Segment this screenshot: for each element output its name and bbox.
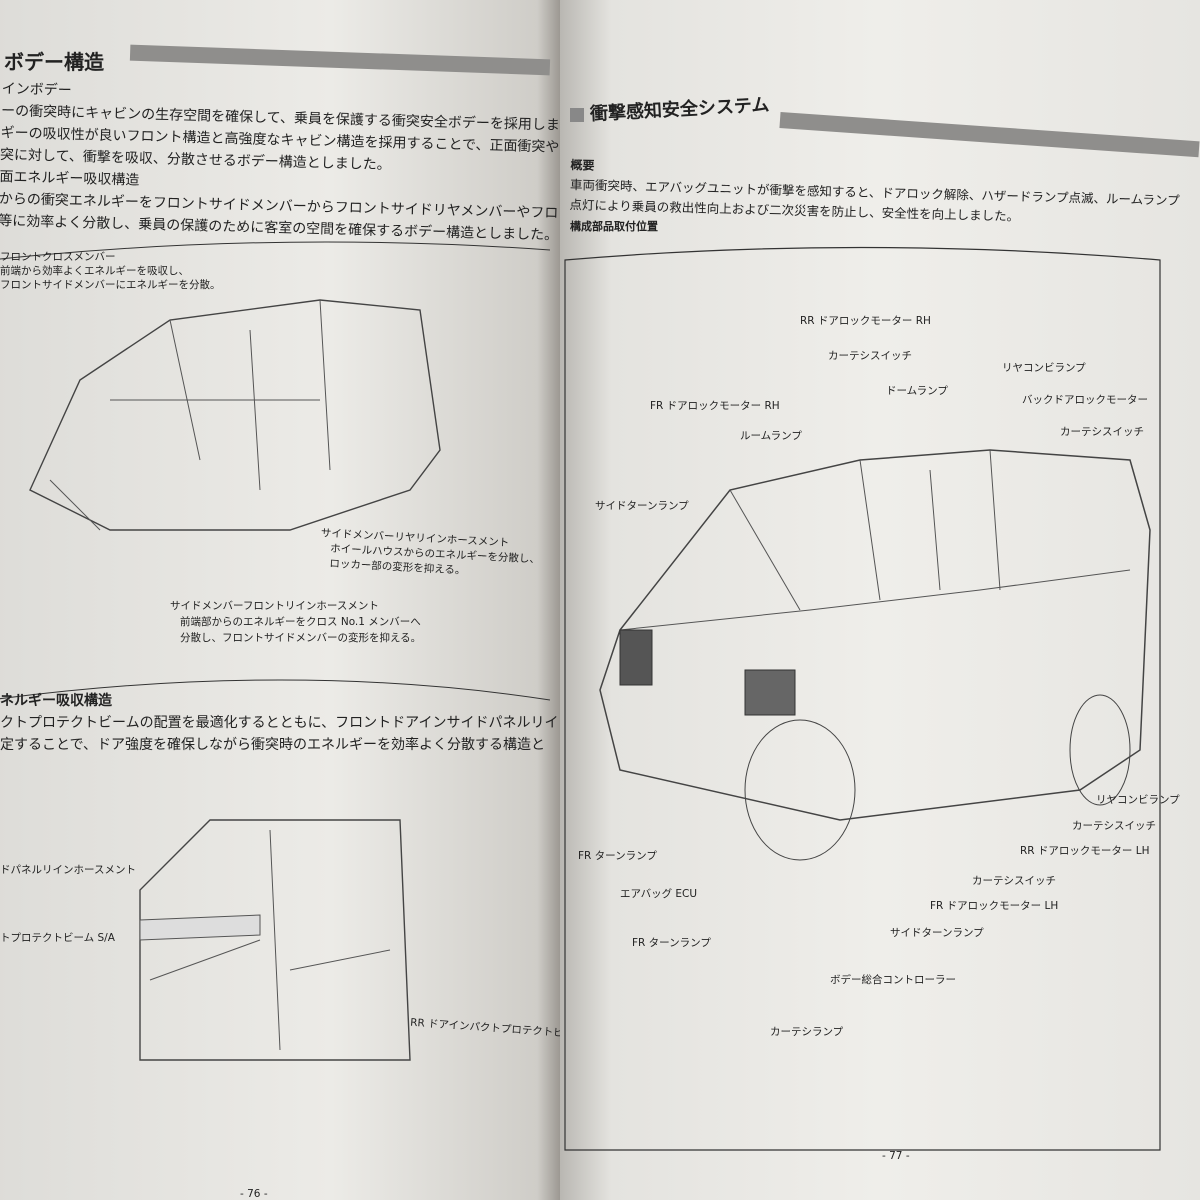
- overview: 概要 車両衝突時、エアバッグユニットが衝撃を感知すると、ドアロック解除、ハザード…: [569, 155, 1180, 231]
- section-heading: 構成部品取付位置: [570, 220, 658, 233]
- section1: インボデー ーの衝突時にキャビンの生存空間を確保して、乗員を保護する衝突安全ボデ…: [0, 78, 560, 248]
- page-number: - 76 -: [240, 1188, 268, 1200]
- section-heading: ネルギー吸収構造: [0, 693, 112, 709]
- title-bar: [129, 44, 551, 76]
- page-title: ボデー構造: [4, 50, 104, 74]
- label-side-turn-lamp: サイドターンランプ: [890, 927, 984, 939]
- label-fr-turn-lamp: FR ターンランプ: [632, 937, 711, 949]
- page-number: - 77 -: [882, 1150, 910, 1162]
- label-rr-door-lock-motor-rh: RR ドアロックモーター RH: [800, 315, 931, 327]
- label-courtesy-lamp: カーテシランプ: [770, 1026, 844, 1038]
- right-page: 衝撃感知安全システム 概要 車両衝突時、エアバッグユニットが衝撃を感知すると、ド…: [560, 0, 1200, 1200]
- label-side-turn-lamp: サイドターンランプ: [595, 500, 689, 512]
- callout-front-reinforcement: サイドメンバーフロントリインホースメント 前端部からのエネルギーをクロス No.…: [170, 598, 421, 646]
- label-rear-combination-lamp: リヤコンビランプ: [1096, 794, 1180, 806]
- callout-line: 前端から効率よくエネルギーを吸収し、: [0, 265, 189, 277]
- title-bar: [779, 112, 1200, 158]
- section3: ネルギー吸収構造 クトプロテクトビームの配置を最適化するとともに、フロントドアイ…: [0, 690, 558, 756]
- label-fr-door-lock-motor-rh: FR ドアロックモーター RH: [650, 400, 780, 412]
- body-structure-diagram: [0, 241, 551, 701]
- label-courtesy-switch: カーテシスイッチ: [828, 350, 912, 362]
- label-rr-door-lock-motor-lh: RR ドアロックモーター LH: [1020, 845, 1150, 857]
- label-courtesy-switch: カーテシスイッチ: [1072, 820, 1156, 832]
- label-back-door-lock-motor: バックドアロックモーター: [1022, 394, 1148, 406]
- label-courtesy-switch: カーテシスイッチ: [972, 875, 1056, 887]
- label-body-controller: ボデー総合コントローラー: [830, 974, 956, 986]
- label-courtesy-switch: カーテシスイッチ: [1060, 426, 1144, 438]
- callout-line: サイドメンバーフロントリインホースメント: [170, 600, 379, 612]
- page-title: 衝撃感知安全システム: [589, 94, 770, 125]
- door-label: ドパネルリインホースメント: [0, 864, 136, 876]
- callout-line: フロントクロスメンバー: [0, 251, 116, 263]
- label-airbag-ecu: エアバッグ ECU: [620, 888, 698, 900]
- label-room-lamp: ルームランプ: [740, 430, 802, 442]
- text-line: 定することで、ドア強度を確保しながら衝突時のエネルギーを効率よく分散する構造と: [0, 737, 546, 753]
- callout-line: 前端部からのエネルギーをクロス No.1 メンバーへ: [180, 616, 421, 628]
- callout-front-cross: フロントクロスメンバー 前端から効率よくエネルギーを吸収し、 フロントサイドメン…: [0, 250, 221, 292]
- left-page: ボデー構造 インボデー ーの衝突時にキャビンの生存空間を確保して、乗員を保護する…: [0, 0, 560, 1200]
- door-diagram: [139, 819, 411, 1061]
- door-label: トプロテクトビーム S/A: [0, 932, 115, 944]
- callout-line: フロントサイドメンバーにエネルギーを分散。: [0, 279, 221, 291]
- label-dome-lamp: ドームランプ: [886, 385, 948, 397]
- text-line: クトプロテクトビームの配置を最適化するとともに、フロントドアインサイドパネルリイ: [0, 715, 559, 731]
- vehicle-diagram: [564, 246, 1161, 1151]
- label-fr-turn-lamp: FR ターンランプ: [578, 850, 657, 862]
- label-rear-combination-lamp: リヤコンビランプ: [1002, 362, 1086, 374]
- title-marker: [570, 108, 584, 122]
- label-fr-door-lock-motor-lh: FR ドアロックモーター LH: [930, 900, 1059, 912]
- callout-line: 分散し、フロントサイドメンバーの変形を抑える。: [180, 632, 422, 644]
